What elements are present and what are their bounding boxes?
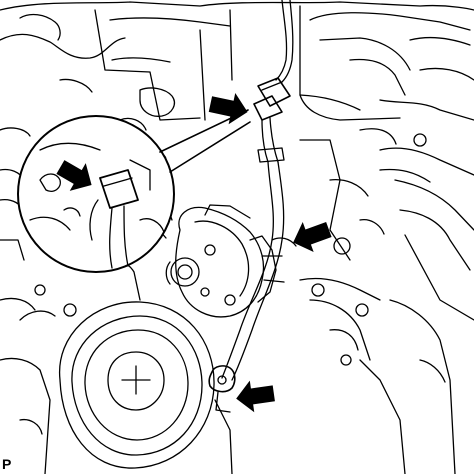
arrow-icon xyxy=(208,92,248,125)
crankshaft-pulley xyxy=(0,297,233,474)
callout-arrows xyxy=(56,92,332,413)
arrow-icon xyxy=(236,380,275,413)
wire-harness xyxy=(208,0,297,413)
detail-inset-circle xyxy=(17,109,251,273)
inset-contents xyxy=(29,142,165,269)
figure-corner-label: P xyxy=(2,456,12,472)
right-side-components xyxy=(299,128,474,474)
engine-block-outline xyxy=(0,1,474,137)
arrow-icon xyxy=(56,160,92,191)
arrow-icon xyxy=(293,221,332,253)
alternator xyxy=(165,204,285,318)
